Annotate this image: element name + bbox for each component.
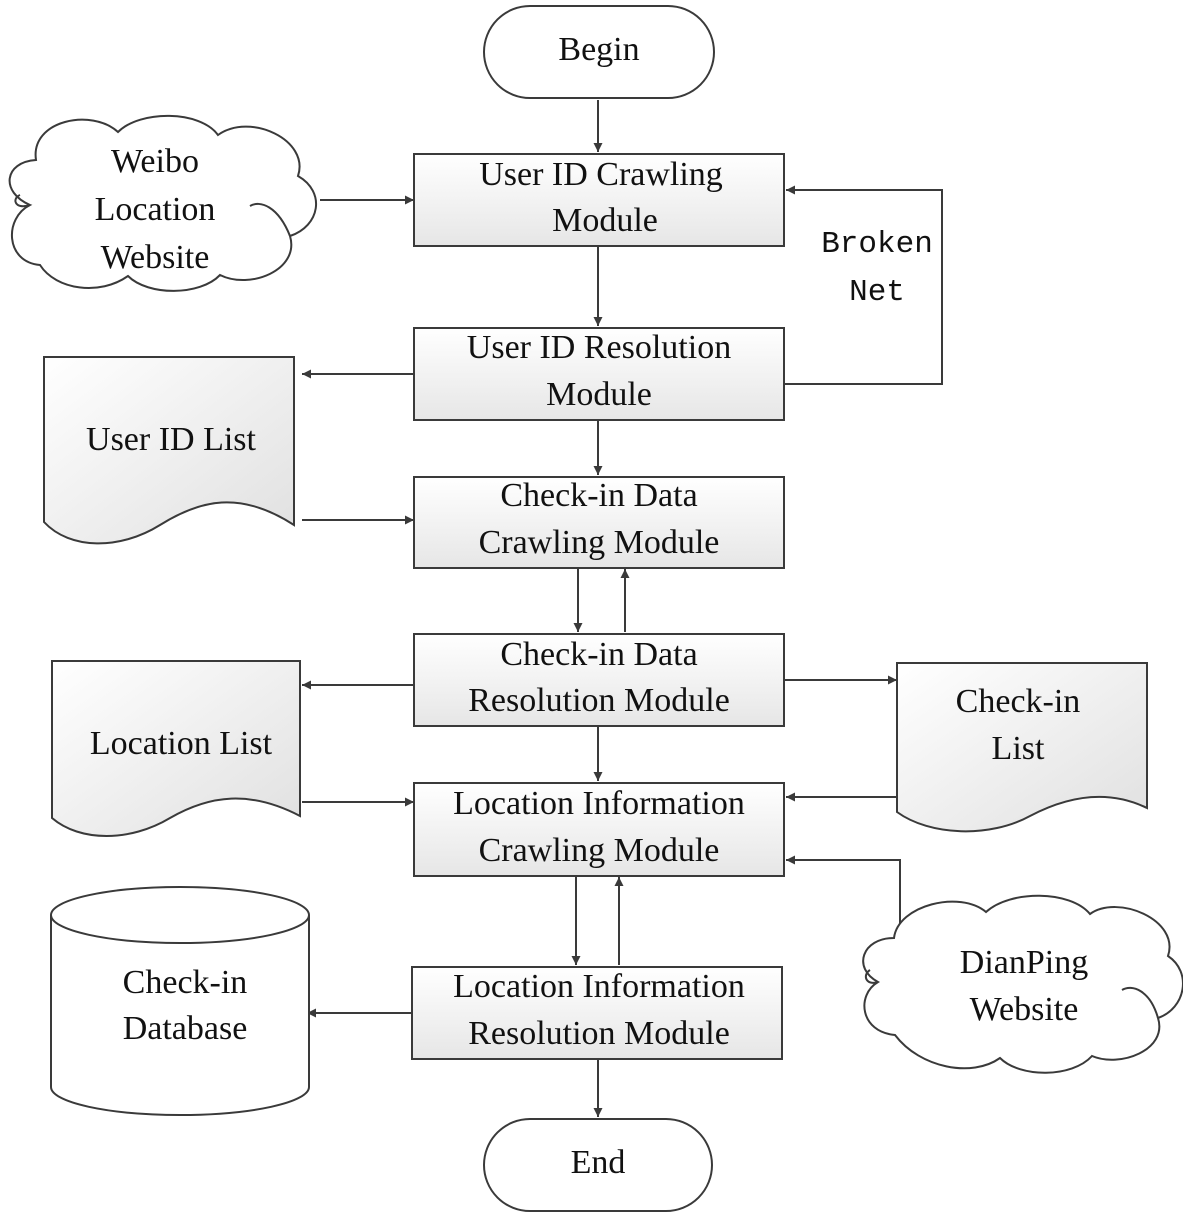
checkin-database-line-1: Check-in <box>123 964 248 1001</box>
arrow-dianping-to-location-crawling <box>786 855 901 924</box>
checkin-database-cylinder: Check-in Database <box>50 886 310 1116</box>
end-label: End <box>571 1144 626 1181</box>
dianping-website-cloud: DianPing Website <box>862 894 1183 1074</box>
checkin-data-crawling-module: Check-in Data Crawling Module <box>413 476 785 569</box>
location-crawling-line-2: Crawling Module <box>479 832 720 869</box>
user-id-list-document: User ID List <box>43 356 295 545</box>
arrow-broken-net-loop <box>784 185 943 385</box>
user-id-crawling-line-1: User ID Crawling <box>479 156 723 193</box>
user-id-crawling-module: User ID Crawling Module <box>413 153 785 247</box>
checkin-list-document: Check-in List <box>896 662 1148 833</box>
checkin-list-line-1: Check-in <box>956 683 1081 720</box>
checkin-crawling-line-2: Crawling Module <box>479 524 720 561</box>
checkin-resolution-line-2: Resolution Module <box>468 682 730 719</box>
connectors <box>302 100 943 1117</box>
location-list-document: Location List <box>51 660 301 837</box>
location-resolution-line-2: Resolution Module <box>468 1015 730 1052</box>
user-id-resolution-line-1: User ID Resolution <box>467 329 731 366</box>
broken-net-line-2: Net <box>849 275 905 310</box>
dianping-label-line-1: DianPing <box>960 944 1088 981</box>
location-resolution-line-1: Location Information <box>453 968 745 1005</box>
user-id-resolution-module: User ID Resolution Module <box>413 327 785 421</box>
weibo-label-line-1: Weibo <box>111 143 199 180</box>
checkin-data-resolution-module: Check-in Data Resolution Module <box>413 633 785 727</box>
broken-net-line-1: Broken <box>821 227 933 262</box>
dianping-label-line-2: Website <box>970 991 1079 1028</box>
checkin-list-line-2: List <box>992 730 1045 767</box>
begin-label: Begin <box>558 31 639 68</box>
weibo-website-cloud: Weibo Location Website <box>8 114 317 292</box>
location-crawling-line-1: Location Information <box>453 785 745 822</box>
location-info-crawling-module: Location Information Crawling Module <box>413 782 785 877</box>
checkin-crawling-line-1: Check-in Data <box>500 477 697 514</box>
user-id-list-label: User ID List <box>86 421 257 458</box>
checkin-resolution-line-1: Check-in Data <box>500 636 697 673</box>
weibo-label-line-3: Website <box>101 239 210 276</box>
location-info-resolution-module: Location Information Resolution Module <box>411 966 783 1060</box>
broken-net-label: Broken Net <box>821 227 933 310</box>
user-id-crawling-line-2: Module <box>552 202 658 239</box>
user-id-resolution-line-2: Module <box>546 376 652 413</box>
weibo-label-line-2: Location <box>95 191 216 228</box>
end-terminator: End <box>483 1118 713 1212</box>
checkin-database-line-2: Database <box>123 1010 248 1047</box>
begin-terminator: Begin <box>483 5 715 99</box>
location-list-label: Location List <box>90 725 273 762</box>
